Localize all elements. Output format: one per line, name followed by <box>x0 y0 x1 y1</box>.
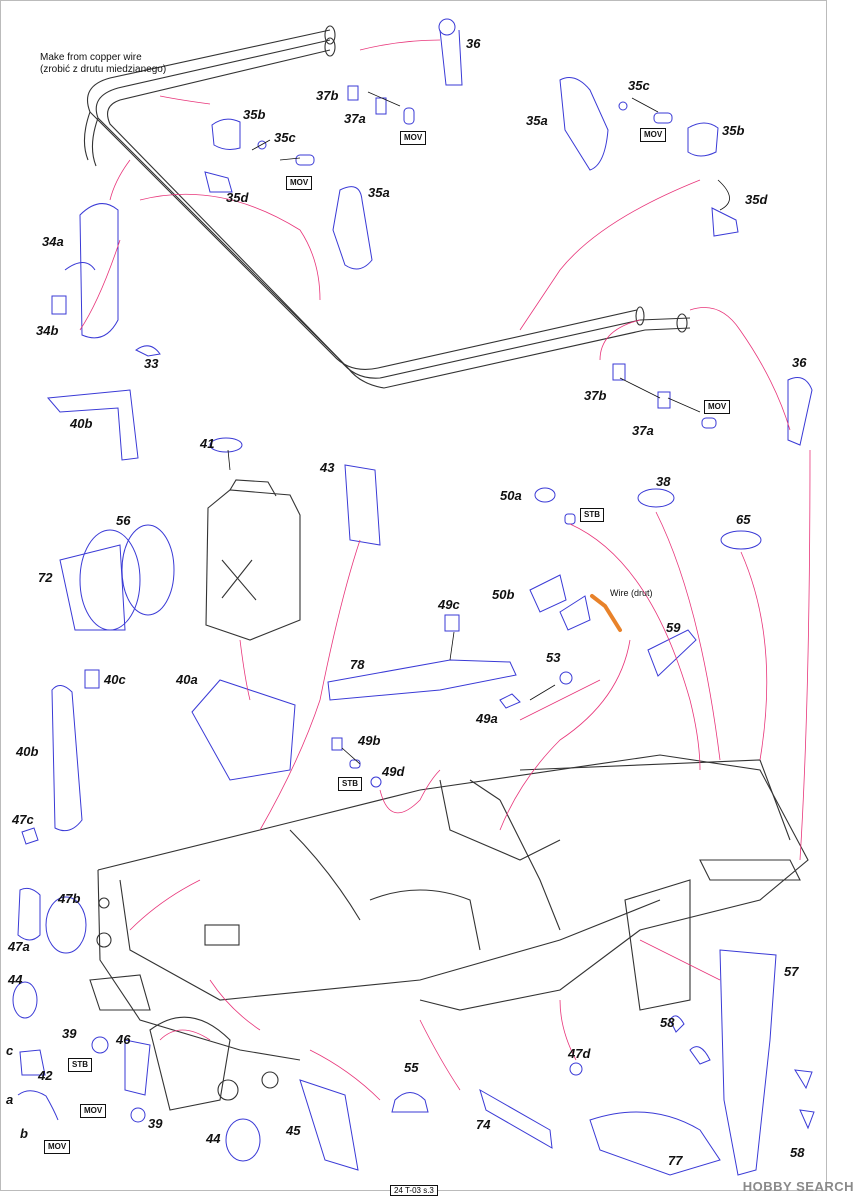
label-34b: 34b <box>36 323 59 338</box>
label-47a: 47a <box>8 939 30 954</box>
label-59: 59 <box>666 620 681 635</box>
label-39-bottom: 39 <box>148 1116 163 1131</box>
watermark: HOBBY SEARCH <box>742 1179 854 1194</box>
label-45: 45 <box>286 1123 301 1138</box>
label-35a-right: 35a <box>526 113 548 128</box>
label-36-top: 36 <box>466 36 481 51</box>
label-43: 43 <box>320 460 335 475</box>
label-56: 56 <box>116 513 131 528</box>
label-47d: 47d <box>568 1046 591 1061</box>
label-35b-left: 35b <box>243 107 266 122</box>
label-47b: 47b <box>58 891 81 906</box>
mov-tag: MOV <box>44 1140 71 1154</box>
part-35-right <box>559 77 739 237</box>
copper-wire-note: Make from copper wire (zrobić z drutu mi… <box>40 52 166 76</box>
label-36-right: 36 <box>792 355 807 370</box>
label-49b: 49b <box>358 733 381 748</box>
label-34a: 34a <box>42 234 64 249</box>
jeep-body <box>89 754 809 1111</box>
wire-part <box>590 594 622 632</box>
label-41: 41 <box>200 436 215 451</box>
stb-tag: STB <box>580 508 604 522</box>
part-40a-40c-40b <box>51 669 296 832</box>
label-53: 53 <box>546 650 561 665</box>
stb-tag: STB <box>338 777 362 791</box>
label-35b-right: 35b <box>722 123 745 138</box>
sheet-footer: 24 T-03 s.3 <box>390 1185 438 1196</box>
jerrycan <box>205 479 301 641</box>
label-38: 38 <box>656 474 671 489</box>
label-b: b <box>20 1126 28 1141</box>
label-47c: 47c <box>12 812 34 827</box>
part-37-36-right <box>612 363 813 446</box>
label-35d-left: 35d <box>226 190 249 205</box>
label-40c: 40c <box>104 672 126 687</box>
part-36-top <box>438 18 463 86</box>
note-line-2: (zrobić z drutu miedzianego) <box>40 64 167 75</box>
mov-tag: MOV <box>400 131 427 145</box>
label-55: 55 <box>404 1060 419 1075</box>
part-49-50-53-59-38-65 <box>327 487 762 788</box>
label-50a: 50a <box>500 488 522 503</box>
label-65: 65 <box>736 512 751 527</box>
label-c: c <box>6 1043 14 1058</box>
mov-tag: MOV <box>704 400 731 414</box>
note-line-1: Make from copper wire <box>40 52 142 63</box>
leader-lines <box>79 39 811 1101</box>
label-40a: 40a <box>176 672 198 687</box>
stb-tag: STB <box>68 1058 92 1072</box>
label-40b-bottom: 40b <box>16 744 39 759</box>
part-40b-41-43-56-72 <box>46 389 381 631</box>
label-78: 78 <box>350 657 365 672</box>
label-40b-top: 40b <box>70 416 93 431</box>
label-a: a <box>6 1092 14 1107</box>
label-44-left: 44 <box>8 972 23 987</box>
label-35a-left: 35a <box>368 185 390 200</box>
label-35c-left: 35c <box>274 130 296 145</box>
part-35-left <box>204 118 373 270</box>
arrows <box>227 91 730 765</box>
frame-bars <box>83 25 691 389</box>
label-49c: 49c <box>438 597 460 612</box>
label-33: 33 <box>144 356 159 371</box>
label-44-bottom: 44 <box>206 1131 221 1146</box>
label-35c-right: 35c <box>628 78 650 93</box>
part-34 <box>51 203 161 357</box>
lower-parts <box>12 827 815 1176</box>
label-42: 42 <box>38 1068 53 1083</box>
label-49a: 49a <box>476 711 498 726</box>
label-58-top: 58 <box>660 1015 675 1030</box>
mov-tag: MOV <box>286 176 313 190</box>
label-72: 72 <box>38 570 53 585</box>
label-74: 74 <box>476 1117 491 1132</box>
label-37b-top: 37b <box>316 88 339 103</box>
label-37a-top: 37a <box>344 111 366 126</box>
mov-tag: MOV <box>640 128 667 142</box>
label-46: 46 <box>116 1032 131 1047</box>
label-37a-right: 37a <box>632 423 654 438</box>
label-49d: 49d <box>382 764 405 779</box>
label-35d-right: 35d <box>745 192 768 207</box>
mov-tag: MOV <box>80 1104 107 1118</box>
label-77: 77 <box>668 1153 683 1168</box>
wire-note: Wire (drut) <box>610 588 653 598</box>
label-58-bottom: 58 <box>790 1145 805 1160</box>
label-50b: 50b <box>492 587 515 602</box>
label-37b-right: 37b <box>584 388 607 403</box>
label-57: 57 <box>784 964 799 979</box>
label-39-left: 39 <box>62 1026 77 1041</box>
